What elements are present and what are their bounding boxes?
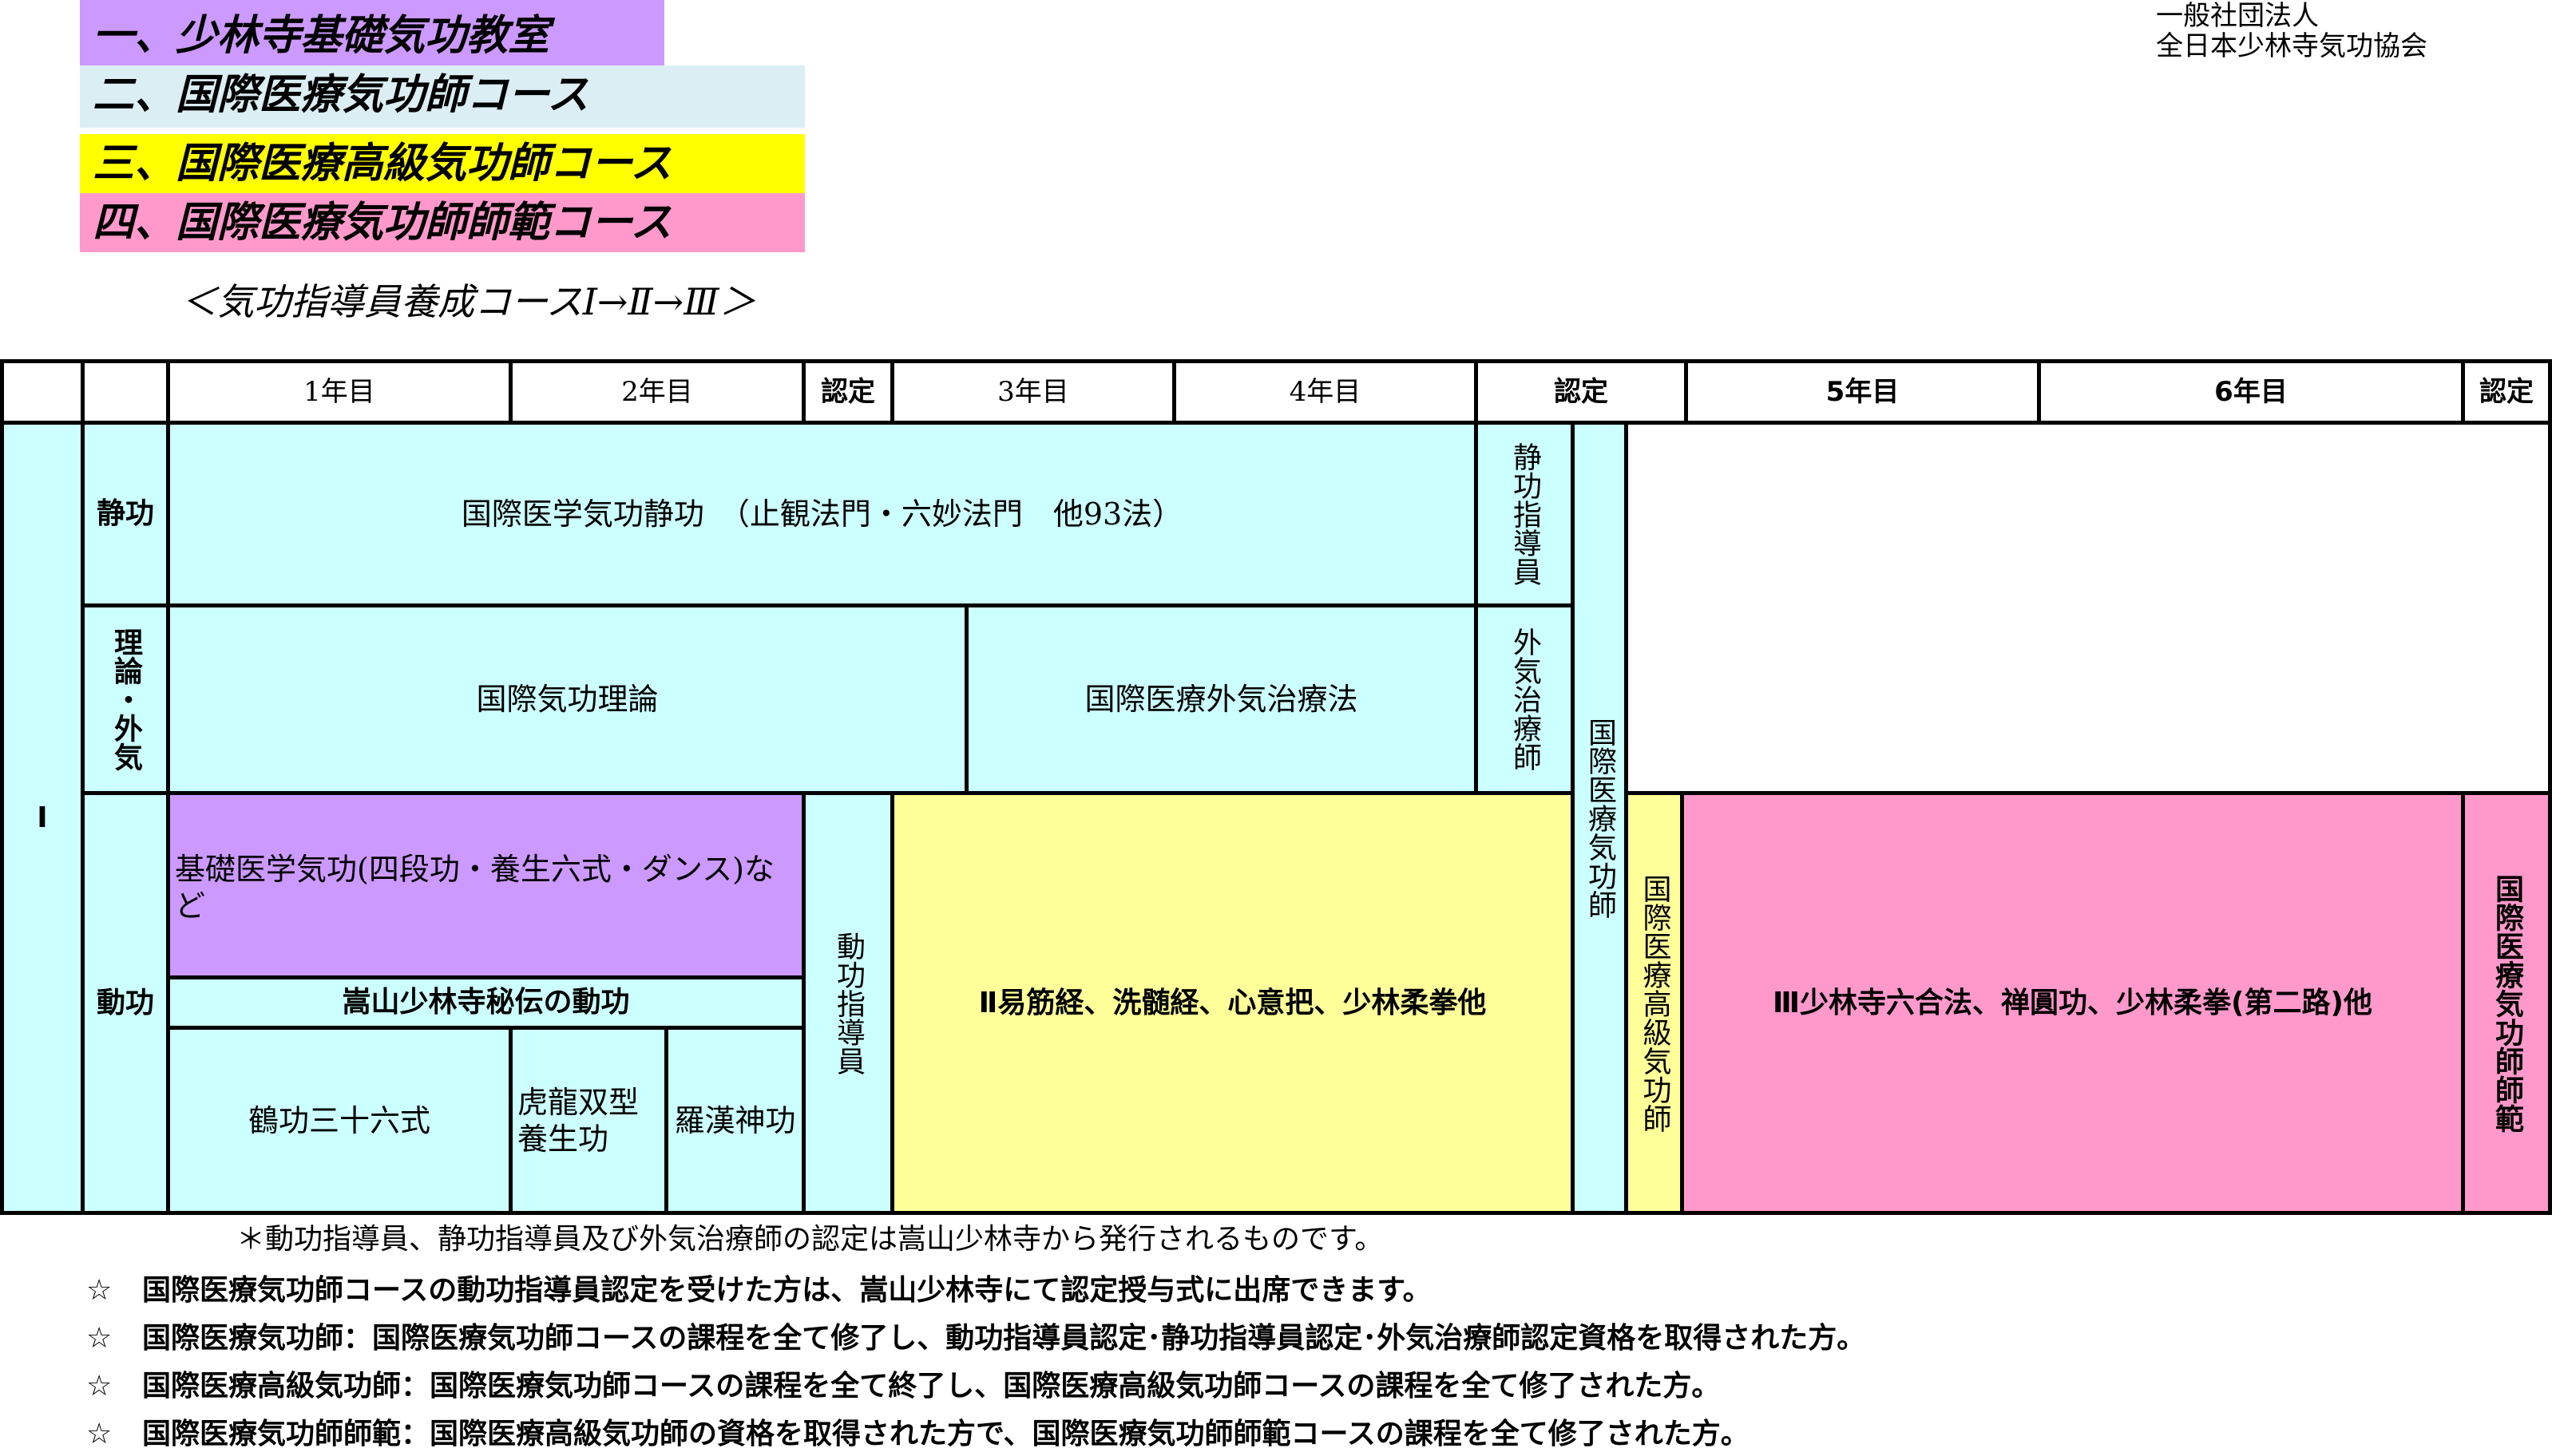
- course-subtitle: ＜気功指導員養成コースⅠ→Ⅱ→Ⅲ＞: [180, 280, 756, 323]
- certification-footnote: ＊動功指導員、静功指導員及び外気治療師の認定は嵩山少林寺から発行されるものです。: [236, 1223, 1384, 1256]
- external-qi-therapist-cert: 外気治療師: [1474, 603, 1575, 795]
- star-icon: ☆: [86, 1370, 113, 1403]
- course-master-band: 四、国際医療気功師師範コース: [80, 193, 805, 252]
- songshan-secret-doko: 嵩山少林寺秘伝の動功: [166, 975, 806, 1030]
- header-year6: 6年目: [2037, 359, 2465, 425]
- level3-course: Ⅲ少林寺六合法、禅圓功、少林柔拳(第二路)他: [1680, 791, 2465, 1215]
- note-text: 国際医療気功師コースの動功指導員認定を受けた方は、嵩山少林寺にて認定授与式に出席…: [142, 1274, 1432, 1307]
- master-instructor-cert: 国際医療気功師師範: [2461, 791, 2552, 1215]
- note-text: 国際医療気功師師範：国際医療高級気功師の資格を取得された方で、国際医療気功師師範…: [142, 1418, 1750, 1450]
- note-text: 国際医療高級気功師：国際医療気功師コースの課程を全て終了し、国際医療高級気功師コ…: [142, 1370, 1721, 1403]
- kiko-theory-course: 国際気功理論: [166, 603, 969, 795]
- organization-name: 全日本少林寺気功協会: [2156, 30, 2427, 62]
- seiko-course: 国際医学気功静功 （止観法門・六妙法門 他93法）: [166, 421, 1478, 607]
- note-1: ☆ 国際医療気功師コースの動功指導員認定を受けた方は、嵩山少林寺にて認定授与式に出…: [86, 1272, 1432, 1309]
- header-year5: 5年目: [1684, 359, 2041, 425]
- organization-type: 一般社団法人: [2156, 0, 2319, 32]
- seiko-instructor-cert: 静功指導員: [1474, 421, 1575, 607]
- external-qi-therapy-course: 国際医療外気治療法: [965, 603, 1478, 795]
- basic-medical-qigong: 基礎医学気功(四段功・養生六式・ダンス)など: [166, 791, 806, 979]
- note-2: ☆ 国際医療気功師：国際医療気功師コースの課程を全て修了し、動功指導員認定･静功指…: [86, 1320, 1865, 1357]
- header-year2: 2年目: [509, 359, 806, 425]
- header-blank-2: [81, 359, 170, 425]
- header-cert3: 認定: [2461, 359, 2552, 425]
- medical-qigong-practitioner-cert: 国際医療気功師: [1571, 421, 1628, 1215]
- star-icon: ☆: [86, 1274, 113, 1307]
- doko-instructor-cert: 動功指導員: [802, 791, 894, 1215]
- row-label-riron: 理論・外気: [81, 603, 170, 795]
- header-year4: 4年目: [1172, 359, 1478, 425]
- header-cert1: 認定: [802, 359, 894, 425]
- note-4: ☆ 国際医療気功師師範：国際医療高級気功師の資格を取得された方で、国際医療気功師師…: [86, 1416, 1750, 1453]
- note-text: 国際医療気功師：国際医療気功師コースの課程を全て修了し、動功指導員認定･静功指導…: [142, 1322, 1866, 1355]
- star-icon: ☆: [86, 1418, 113, 1450]
- row-label-seiko: 静功: [81, 421, 170, 607]
- empty-upper-right: [1624, 421, 2552, 795]
- course-advanced-band: 三、国際医療高級気功師コース: [80, 134, 805, 193]
- crane-qigong: 鶴功三十六式: [166, 1026, 513, 1215]
- note-3: ☆ 国際医療高級気功師：国際医療気功師コースの課程を全て終了し、国際医療高級気功師…: [86, 1368, 1720, 1405]
- level-label: Ⅰ: [0, 421, 85, 1215]
- course-basic-band: 一、少林寺基礎気功教室: [80, 0, 664, 65]
- header-year1: 1年目: [166, 359, 513, 425]
- level2-course: Ⅱ易筋経、洗髄経、心意把、少林柔拳他: [890, 791, 1575, 1215]
- arhat-qigong: 羅漢神功: [664, 1026, 806, 1215]
- row-label-doko: 動功: [81, 791, 170, 1215]
- star-icon: ☆: [86, 1322, 113, 1355]
- advanced-practitioner-cert: 国際医療高級気功師: [1624, 791, 1684, 1215]
- tiger-dragon-qigong: 虎龍双型養生功: [509, 1026, 668, 1215]
- header-cert2: 認定: [1474, 359, 1688, 425]
- header-blank-1: [0, 359, 85, 425]
- course-practitioner-band: 二、国際医療気功師コース: [80, 65, 805, 128]
- header-year3: 3年目: [890, 359, 1176, 425]
